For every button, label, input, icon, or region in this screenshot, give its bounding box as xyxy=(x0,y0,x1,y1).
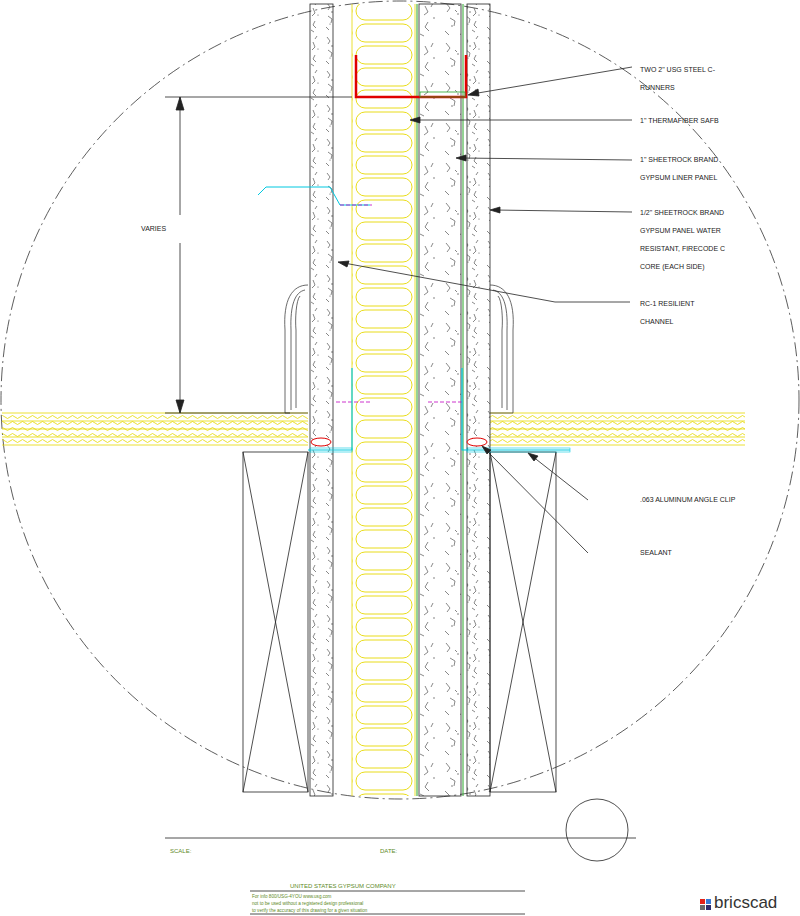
callout-label: RC-1 RESILIENT CHANNEL xyxy=(640,295,720,331)
callout-label: 1" THERMAFIBER SAFB xyxy=(640,112,790,130)
callout-label: SEALANT xyxy=(640,544,740,562)
callout-label: .063 ALUMINUM ANGLE CLIP xyxy=(640,491,736,509)
callout-label: TWO 2" USG STEEL C-RUNNERS xyxy=(640,61,732,97)
watermark: bricscad xyxy=(714,893,794,913)
fine-print: not to be used without a registered desi… xyxy=(252,900,522,907)
dimension-label: VARIES xyxy=(141,223,177,235)
callout-label: 1" SHEETROCK BRAND GYPSUM LINER PANEL xyxy=(640,151,740,187)
company-name: UNITED STATES GYPSUM COMPANY xyxy=(290,881,490,891)
title-block-field: DATE: xyxy=(380,846,420,856)
title-block-field: SCALE: xyxy=(170,846,210,856)
fine-print: to verify the accuracy of this drawing f… xyxy=(252,907,522,914)
fine-print: For info 800/USG-4YOU www.usg.com xyxy=(252,893,522,900)
callout-label: 1/2" SHEETROCK BRAND GYPSUM PANEL WATER … xyxy=(640,204,740,276)
